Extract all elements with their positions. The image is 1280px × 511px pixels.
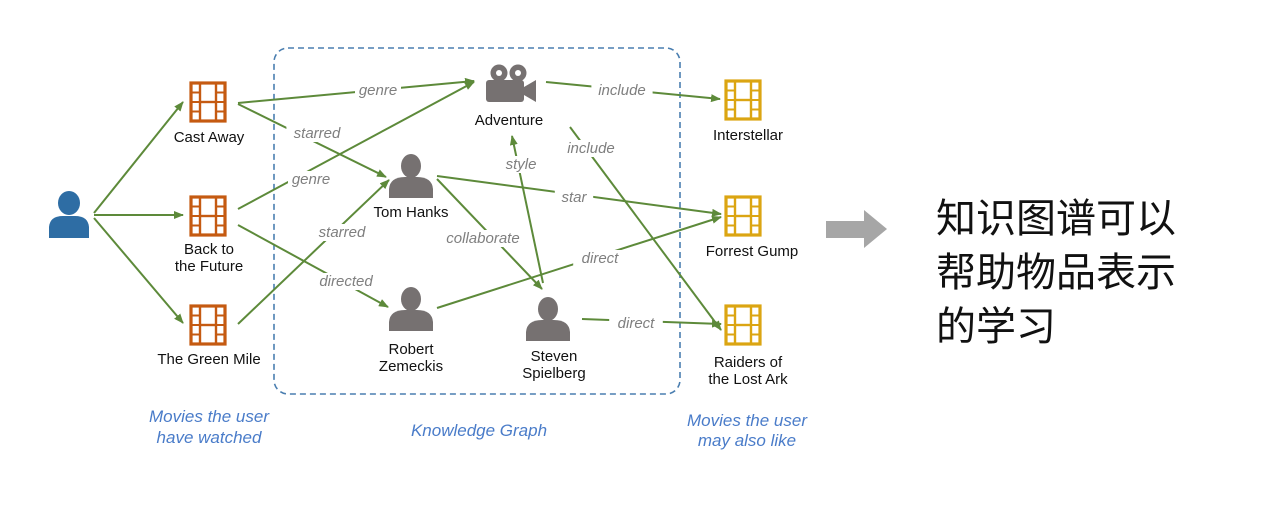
edge-label-backdrop <box>554 189 594 206</box>
edge-steven-spielberg-style-adventure: style <box>498 135 544 284</box>
edge-back-future-genre-adventure: genre <box>237 81 475 210</box>
edge-user-watched-cast-away <box>93 101 184 214</box>
edges-layer: genre starred genre directed starred include i… <box>93 77 722 332</box>
film-icon <box>724 195 762 237</box>
film-icon <box>189 81 227 123</box>
edge-green-mile-starred-tom-hanks: starred <box>237 179 390 325</box>
edge-label-include: include <box>598 82 646 99</box>
caption-may-like-line-1: Movies the user <box>687 411 808 430</box>
recommended-raiders-label-line-2: the Lost Ark <box>708 371 788 388</box>
entity-adventure-label-line-1: Adventure <box>475 112 543 129</box>
edge-label-include: include <box>567 140 615 157</box>
caption-may-like-line-2: may also like <box>698 431 796 450</box>
movie-node-green-mile: The Green Mile <box>157 304 261 368</box>
edge-tom-hanks-collaborate-steven-spielberg: collaborate <box>436 178 543 290</box>
chinese-caption-line-2: 帮助物品表示 <box>936 250 1176 296</box>
entity-steven-spielberg-label-line-1: Steven <box>531 348 578 365</box>
edge-label-backdrop <box>286 125 348 142</box>
recommended-node-interstellar: Interstellar <box>713 79 783 144</box>
edge-label-backdrop <box>591 82 653 99</box>
person-icon <box>389 287 433 331</box>
edge-label-backdrop <box>288 171 334 188</box>
movie-node-cast-away: Cast Away <box>174 81 245 146</box>
entity-node-tom-hanks: Tom Hanks <box>373 154 449 221</box>
film-icon <box>724 79 762 121</box>
entity-robert-zemeckis-label-line-1: Robert <box>388 341 434 358</box>
edge-label-direct: direct <box>618 315 656 332</box>
edge-user-watched-green-mile <box>93 217 184 324</box>
film-icon <box>189 195 227 237</box>
chinese-caption-line-1: 知识图谱可以 <box>936 196 1176 242</box>
transition-arrow-shaft <box>826 221 864 238</box>
edge-label-collaborate: collaborate <box>446 230 519 247</box>
edge-label-genre: genre <box>292 171 330 188</box>
caption-watched-line-2: have watched <box>157 428 262 447</box>
recommended-node-forrest-gump: Forrest Gump <box>706 195 799 260</box>
edge-label-style: style <box>506 156 537 173</box>
film-icon <box>724 304 762 346</box>
transition-arrow <box>826 210 887 248</box>
transition-arrow-head <box>864 210 887 248</box>
edge-label-backdrop <box>609 315 663 332</box>
edge-cast-away-starred-tom-hanks: starred <box>237 103 387 178</box>
edge-cast-away-genre-adventure: genre <box>237 77 475 104</box>
entity-steven-spielberg-label-line-2: Spielberg <box>522 365 585 382</box>
user-icon <box>49 191 89 238</box>
edge-label-starred: starred <box>319 224 366 241</box>
edge-label-backdrop <box>355 82 401 99</box>
camera-icon <box>486 64 536 102</box>
recommended-raiders-label-line-1: Raiders of <box>714 354 783 371</box>
recommended-interstellar-label-line-1: Interstellar <box>713 127 783 144</box>
edge-label-backdrop <box>560 140 622 157</box>
edge-steven-spielberg-direct-raiders: direct <box>581 315 722 332</box>
edge-label-genre: genre <box>359 82 397 99</box>
edge-label-starred: starred <box>294 125 341 142</box>
caption-watched-line-1: Movies the user <box>149 407 270 426</box>
edge-adventure-include-raiders: include <box>560 126 722 331</box>
edge-label-backdrop <box>437 230 529 247</box>
movie-back-future-label-line-2: the Future <box>175 258 243 275</box>
edge-label-backdrop <box>498 156 544 173</box>
entity-node-adventure: Adventure <box>475 64 543 129</box>
edge-adventure-include-interstellar: include <box>545 81 721 103</box>
edge-label-backdrop <box>573 250 627 267</box>
movie-green-mile-label-line-1: The Green Mile <box>157 351 260 368</box>
edge-label-backdrop <box>311 224 373 241</box>
edge-label-direct: direct <box>582 250 620 267</box>
edge-label-backdrop <box>311 273 381 290</box>
film-icon <box>189 304 227 346</box>
caption-knowledge-graph: Knowledge Graph <box>411 421 547 440</box>
edge-robert-zemeckis-direct-forrest-gump: direct <box>436 215 722 309</box>
edge-green-mile-starred-tom-hanks-line <box>237 179 390 325</box>
edge-tom-hanks-star-forrest-gump: star <box>436 175 722 217</box>
edge-label-star: star <box>561 189 587 206</box>
recommended-forrest-gump-label-line-1: Forrest Gump <box>706 243 799 260</box>
edge-back-future-genre-adventure-line <box>237 81 475 210</box>
edge-adventure-include-raiders-line <box>569 126 722 331</box>
edge-back-future-directed-robert-zemeckis-line <box>237 224 389 308</box>
movie-cast-away-label-line-1: Cast Away <box>174 129 245 146</box>
entity-robert-zemeckis-label-line-2: Zemeckis <box>379 358 443 375</box>
edge-label-directed: directed <box>319 273 373 290</box>
chinese-caption-line-3: 的学习 <box>936 304 1056 350</box>
edge-back-future-directed-robert-zemeckis: directed <box>237 224 389 308</box>
person-icon <box>526 297 570 341</box>
movie-back-future-label-line-1: Back to <box>184 241 234 258</box>
chinese-caption: 知识图谱可以 帮助物品表示 的学习 <box>936 192 1176 354</box>
person-icon <box>389 154 433 198</box>
entity-tom-hanks-label-line-1: Tom Hanks <box>373 204 448 221</box>
